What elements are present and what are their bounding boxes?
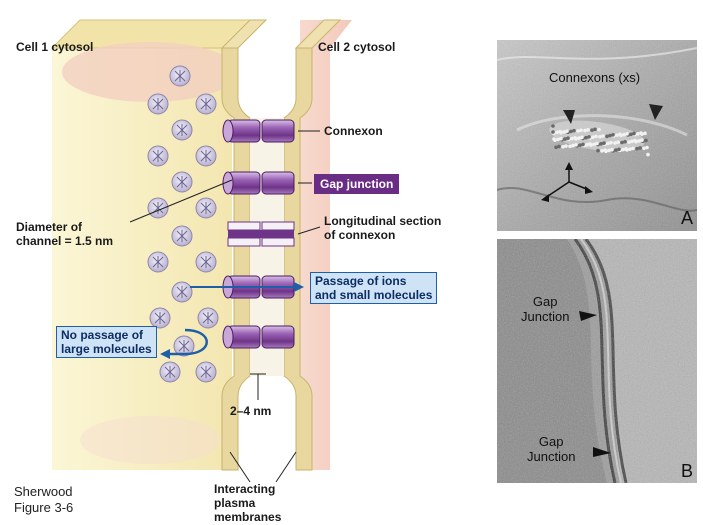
no-passage-info-box: No passage of large molecules bbox=[56, 326, 157, 358]
micrograph-b: Gap Junction Gap Junction B bbox=[497, 239, 697, 483]
diameter-label: Diameter of channel = 1.5 nm bbox=[16, 220, 113, 248]
longitudinal-label-line1: Longitudinal section bbox=[324, 214, 441, 228]
passage-line2: and small molecules bbox=[315, 288, 432, 302]
longitudinal-label: Longitudinal section of connexon bbox=[324, 214, 441, 242]
passage-line1: Passage of ions bbox=[315, 274, 432, 288]
credit-line2: Figure 3-6 bbox=[14, 500, 73, 516]
diameter-label-line1: Diameter of bbox=[16, 220, 113, 234]
connexon-pair-2 bbox=[223, 172, 294, 194]
micrograph-b-label-top-line1: Gap bbox=[521, 294, 569, 309]
diagram-artwork bbox=[0, 0, 480, 525]
credit-line1: Sherwood bbox=[14, 484, 73, 500]
cell1-cytosol-label: Cell 1 cytosol bbox=[16, 40, 93, 54]
interacting-membranes-label: Interacting plasma membranes bbox=[214, 482, 281, 524]
micrograph-b-label-bottom-line2: Junction bbox=[527, 449, 575, 464]
micrograph-b-label-top-line2: Junction bbox=[521, 309, 569, 324]
membranes-line1: Interacting bbox=[214, 482, 281, 496]
micrograph-a-image bbox=[497, 40, 697, 231]
micrograph-b-panel-letter: B bbox=[681, 461, 693, 482]
micrograph-a-label: Connexons (xs) bbox=[549, 70, 640, 85]
micrograph-a-panel-letter: A bbox=[681, 208, 693, 229]
figure-credit: Sherwood Figure 3-6 bbox=[14, 484, 73, 516]
micrograph-b-label-top: Gap Junction bbox=[521, 294, 569, 324]
gap-junction-label: Gap junction bbox=[314, 174, 399, 194]
micrograph-a: Connexons (xs) A bbox=[497, 40, 697, 231]
gap-width-label: 2–4 nm bbox=[230, 404, 271, 418]
connexon-label: Connexon bbox=[324, 124, 383, 138]
gap-junction-diagram: Cell 1 cytosol Cell 2 cytosol Connexon G… bbox=[0, 0, 480, 525]
connexon-pair-1 bbox=[223, 120, 294, 142]
passage-info-box: Passage of ions and small molecules bbox=[310, 272, 437, 304]
diameter-label-line2: channel = 1.5 nm bbox=[16, 234, 113, 248]
no-passage-line2: large molecules bbox=[61, 342, 152, 356]
micrograph-b-label-bottom-line1: Gap bbox=[527, 434, 575, 449]
cell2-cytosol-label: Cell 2 cytosol bbox=[318, 40, 395, 54]
no-passage-line1: No passage of bbox=[61, 328, 152, 342]
membranes-line3: membranes bbox=[214, 510, 281, 524]
longitudinal-label-line2: of connexon bbox=[324, 228, 441, 242]
membranes-line2: plasma bbox=[214, 496, 281, 510]
connexon-pair-4 bbox=[223, 326, 294, 348]
micrograph-b-label-bottom: Gap Junction bbox=[527, 434, 575, 464]
